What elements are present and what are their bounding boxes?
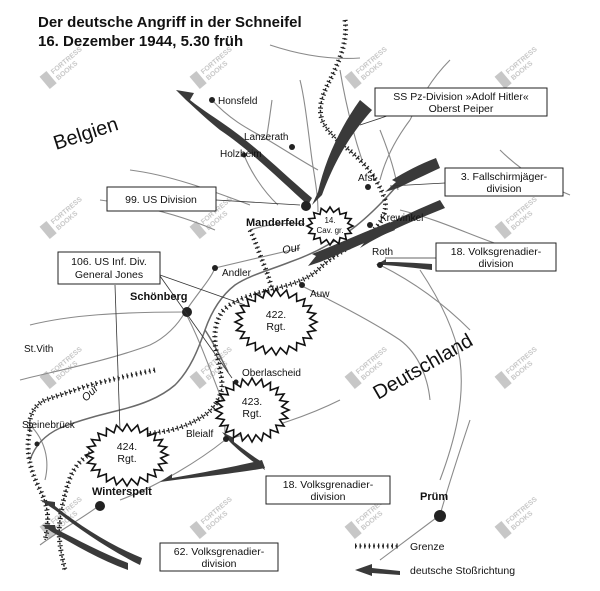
unit-label-fallschirm-line1: 3. Fallschirmjäger- bbox=[461, 171, 548, 183]
unit-label-fallschirm-line2: division bbox=[486, 183, 521, 195]
watermark-mark-icon bbox=[189, 70, 207, 89]
unit-box-fallschirm: 3. Fallschirmjäger- division bbox=[444, 167, 564, 197]
unit-box-us99: 99. US Division bbox=[106, 186, 217, 212]
country-label-belgium: Belgien bbox=[51, 113, 121, 155]
place-label-krewinkel: Krewinkel bbox=[380, 213, 423, 224]
watermark-mark-icon bbox=[494, 220, 512, 239]
regiment-marker-423 bbox=[213, 376, 291, 444]
watermark-mark-icon bbox=[189, 370, 207, 389]
place-label-roth: Roth bbox=[372, 247, 393, 258]
watermark-mark-icon bbox=[344, 70, 362, 89]
watermark-mark-icon bbox=[494, 70, 512, 89]
place-label-steinebrueck: Steinebrück bbox=[22, 420, 76, 431]
attack-arrow-honsfeld bbox=[176, 90, 312, 205]
place-label-andler: Andler bbox=[222, 268, 252, 279]
attack-arrow-fallschirm bbox=[385, 158, 440, 192]
unit-label-vg18-south-line1: 18. Volksgrenadier- bbox=[283, 479, 374, 491]
place-label-winterspelt: Winterspelt bbox=[92, 486, 152, 498]
place-label-lanzerath: Lanzerath bbox=[244, 132, 288, 143]
regiment-marker-422 bbox=[233, 287, 319, 357]
watermark-mark-icon bbox=[189, 520, 207, 539]
unit-box-us106: 106. US Inf. Div. General Jones bbox=[57, 251, 161, 285]
attack-arrow-vg18-south bbox=[160, 460, 265, 482]
regiment-label-424-line2: Rgt. bbox=[117, 453, 136, 465]
regiment-label-422-line1: 422. bbox=[266, 309, 286, 321]
unit-box-ss-pz: SS Pz-Division »Adolf Hitler« Oberst Pei… bbox=[374, 87, 548, 117]
unit-label-vg18-east-line1: 18. Volksgrenadier- bbox=[451, 246, 542, 258]
watermark-mark-icon bbox=[494, 520, 512, 539]
regiment-label-422-line2: Rgt. bbox=[266, 321, 285, 333]
regiment-marker-cav bbox=[305, 205, 355, 247]
watermark-mark-icon bbox=[494, 370, 512, 389]
attack-arrows bbox=[40, 90, 445, 570]
unit-label-us99: 99. US Division bbox=[125, 194, 197, 206]
unit-box-vg62: 62. Volksgrenadier- division bbox=[159, 542, 279, 572]
legend-arrow-icon bbox=[355, 564, 400, 576]
unit-label-vg18-east-line2: division bbox=[478, 258, 513, 270]
river-label-our-north: Our bbox=[281, 241, 303, 257]
attack-arrow-vg62 bbox=[40, 500, 142, 565]
map-title-line1: Der deutsche Angriff in der Schneifel bbox=[38, 14, 302, 31]
regiment-label-423-line1: 423. bbox=[242, 396, 262, 408]
attack-arrow-vg62-b bbox=[42, 525, 128, 570]
regiment-label-cav-line2: Cav. gr. bbox=[317, 226, 344, 235]
attack-arrow-vg18-bleialf bbox=[222, 432, 265, 470]
watermark-mark-icon bbox=[344, 370, 362, 389]
attack-arrow-ss-pz bbox=[312, 100, 372, 205]
unit-box-vg18-south: 18. Volksgrenadier- division bbox=[265, 475, 391, 505]
place-label-auw: Auw bbox=[310, 289, 330, 300]
place-label-schoenberg: Schönberg bbox=[130, 291, 187, 303]
place-dots bbox=[34, 97, 446, 522]
unit-label-vg62-line1: 62. Volksgrenadier- bbox=[174, 546, 265, 558]
watermark-mark-icon bbox=[39, 370, 57, 389]
unit-box-vg18-east: 18. Volksgrenadier- division bbox=[435, 242, 557, 272]
leader-lines bbox=[114, 114, 446, 431]
place-label-holzheim: Holzheim bbox=[220, 149, 262, 160]
regiment-marker-424 bbox=[83, 422, 171, 488]
map-title-line2: 16. Dezember 1944, 5.30 früh bbox=[38, 33, 243, 50]
place-label-manderfeld: Manderfeld bbox=[246, 217, 305, 229]
unit-label-ss-pz-line1: SS Pz-Division »Adolf Hitler« bbox=[393, 91, 529, 103]
legend-label-border: Grenze bbox=[410, 541, 445, 553]
watermark-mark-icon bbox=[39, 220, 57, 239]
place-label-stvith: St.Vith bbox=[24, 344, 53, 355]
place-label-honsfeld: Honsfeld bbox=[218, 96, 257, 107]
watermark-mark-icon bbox=[344, 520, 362, 539]
attack-arrow-vg18-east-1 bbox=[360, 200, 445, 248]
watermark-mark-icon bbox=[39, 70, 57, 89]
regiment-label-424-line1: 424. bbox=[117, 441, 137, 453]
regiment-markers bbox=[83, 205, 355, 488]
attack-arrow-vg18-east-2 bbox=[308, 222, 395, 266]
unit-label-us106-line1: 106. US Inf. Div. bbox=[71, 256, 147, 268]
legend-label-attack: deutsche Stoßrichtung bbox=[410, 565, 515, 577]
unit-label-ss-pz-line2: Oberst Peiper bbox=[429, 103, 494, 115]
river-label-our-south: Our bbox=[80, 382, 102, 404]
attack-arrow-vg18-east-3 bbox=[376, 259, 432, 270]
regiment-label-423-line2: Rgt. bbox=[242, 408, 261, 420]
regiment-labels: 14. Cav. gr. 422. Rgt. 423. Rgt. 424. Rg… bbox=[117, 216, 344, 465]
legend: Grenze deutsche Stoßrichtung bbox=[355, 541, 515, 577]
place-label-afst: Afst bbox=[358, 173, 375, 184]
unit-label-vg18-south-line2: division bbox=[310, 491, 345, 503]
place-label-oberlascheid: Oberlascheid bbox=[242, 368, 301, 379]
place-label-bleialf: Bleialf bbox=[186, 429, 213, 440]
unit-label-vg62-line2: division bbox=[201, 558, 236, 570]
regiment-label-cav-line1: 14. bbox=[324, 216, 335, 225]
watermark-mark-icon bbox=[189, 220, 207, 239]
place-label-pruem: Prüm bbox=[420, 491, 448, 503]
unit-label-us106-line2: General Jones bbox=[75, 269, 143, 281]
